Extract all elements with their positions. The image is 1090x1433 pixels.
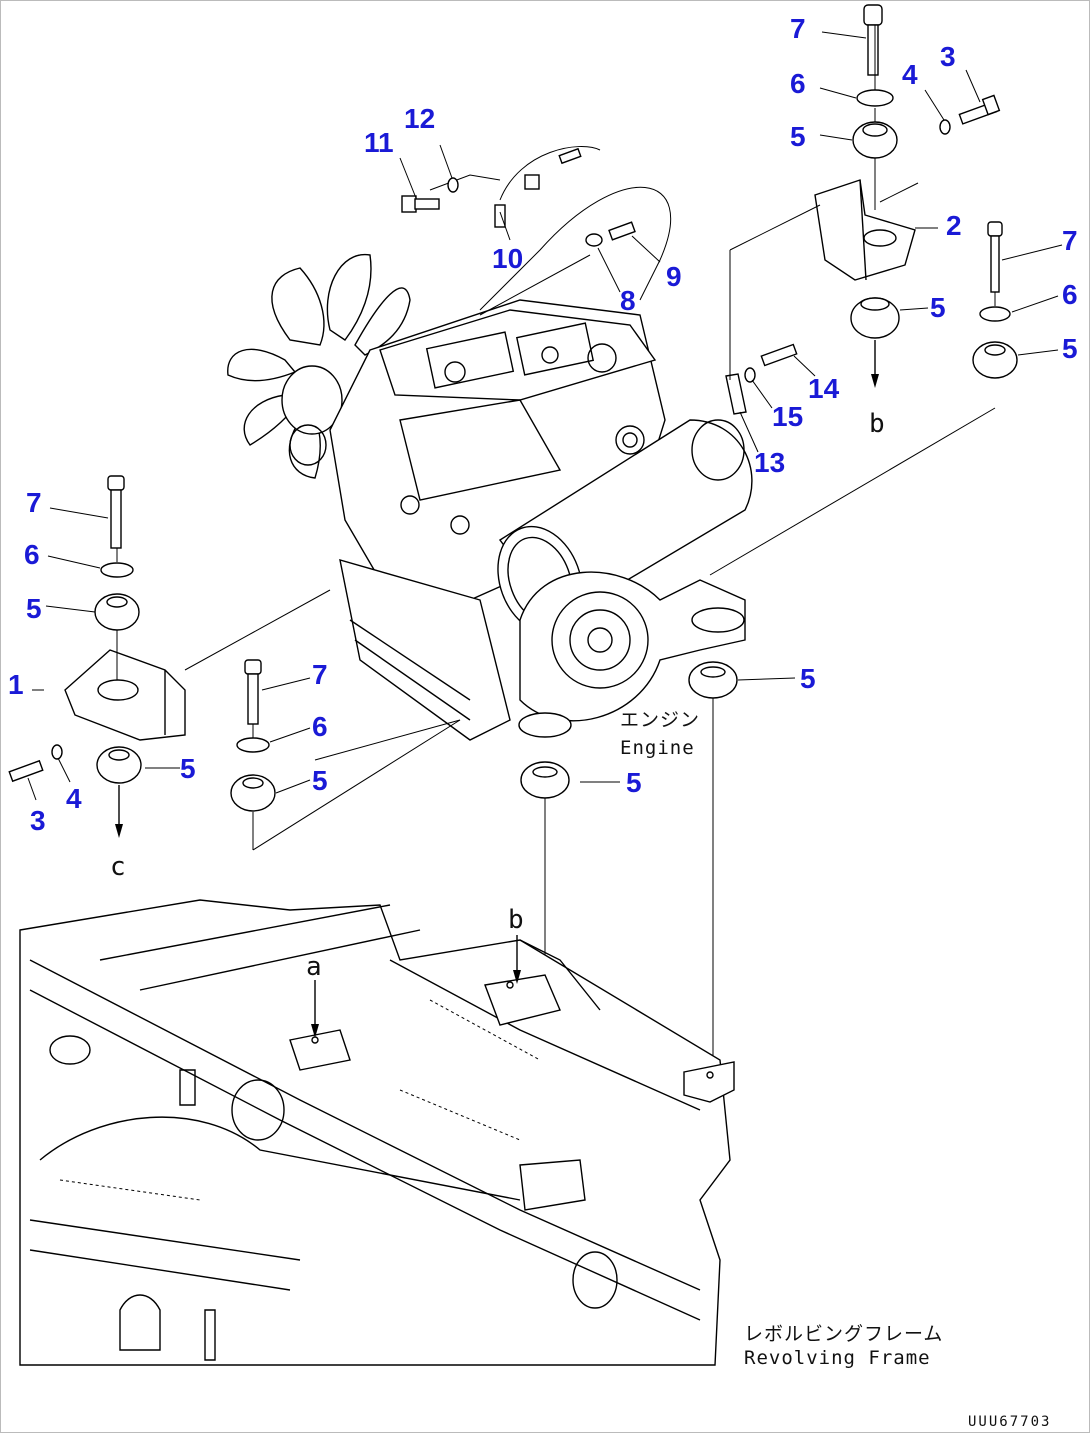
- bolt-7-mid: [244, 659, 262, 725]
- engine-assembly: [227, 146, 753, 741]
- washer-4-top: [939, 119, 951, 135]
- callout-2: 2: [946, 210, 962, 241]
- cushion-5-right-b: [972, 341, 1018, 379]
- bolt-7-top: [863, 4, 883, 76]
- callout-5-right-b: 5: [1062, 333, 1078, 364]
- leader-lines: [27, 31, 1063, 801]
- cushion-5-lower-right: [688, 661, 738, 699]
- flywheel-housing: [518, 571, 746, 738]
- harness-wire: [429, 146, 672, 311]
- callout-12: 12: [404, 103, 435, 134]
- callout-5-left-a: 5: [26, 593, 42, 624]
- callout-5-left-b: 5: [180, 753, 196, 784]
- cushion-5-right-a: [850, 297, 900, 339]
- callout-3-left: 3: [30, 805, 46, 836]
- callout-6-top: 6: [790, 68, 806, 99]
- callout-5-right-a: 5: [930, 292, 946, 323]
- callout-11: 11: [364, 127, 394, 158]
- frame-label-en: Revolving Frame: [744, 1347, 931, 1369]
- callout-7-left: 7: [26, 487, 42, 518]
- bolt-7-right: [987, 221, 1003, 293]
- bolt-11: [401, 195, 440, 213]
- bracket-13: [725, 373, 747, 415]
- callout-6-right: 6: [1062, 279, 1078, 310]
- washer-6-left: [100, 562, 134, 578]
- washer-4-left: [51, 744, 63, 760]
- bolt-3-top: [958, 94, 1001, 125]
- callout-5-top: 5: [790, 121, 806, 152]
- cushion-5-left-b: [96, 746, 142, 784]
- callout-6-left: 6: [24, 539, 40, 570]
- callout-5-mid: 5: [312, 765, 328, 796]
- cushion-5-lower-mid: [520, 761, 570, 799]
- washer-15: [744, 367, 756, 383]
- callout-7-mid: 7: [312, 659, 328, 690]
- mount-bracket-1: [64, 649, 186, 741]
- washer-6-mid: [236, 737, 270, 753]
- mount-bracket-2: [814, 179, 916, 281]
- callout-14: 14: [808, 373, 840, 404]
- ref-a-frame: a: [306, 952, 322, 982]
- ref-c: c: [110, 852, 126, 882]
- callout-3-top: 3: [940, 41, 956, 72]
- callout-7-top: 7: [790, 13, 806, 44]
- bolt-9: [608, 221, 636, 241]
- bolt-3-left: [8, 759, 44, 783]
- revolving-frame: [19, 899, 735, 1366]
- engine-label-en: Engine: [620, 737, 695, 759]
- washer-12: [447, 177, 459, 193]
- washer-6-right: [979, 306, 1011, 322]
- callout-4-top: 4: [902, 59, 918, 90]
- callout-13: 13: [754, 447, 785, 478]
- callout-8: 8: [620, 285, 636, 316]
- cushion-5-top: [852, 121, 898, 159]
- clamp-8: [585, 233, 603, 247]
- callout-5-lower-right: 5: [800, 663, 816, 694]
- callout-9: 9: [666, 261, 682, 292]
- callout-15: 15: [772, 401, 803, 432]
- callout-7-right: 7: [1062, 225, 1078, 256]
- engine-label-jp: エンジン: [620, 709, 700, 731]
- washer-6-top: [856, 89, 894, 107]
- cushion-5-left-a: [94, 593, 140, 631]
- drawing-code: UUU67703: [968, 1414, 1051, 1430]
- ref-b-frame: b: [508, 905, 524, 935]
- callout-6-mid: 6: [312, 711, 328, 742]
- cushion-5-mid: [230, 774, 276, 812]
- ref-b-top: b: [869, 409, 885, 439]
- callout-4-left: 4: [66, 783, 82, 814]
- cooling-fan: [227, 254, 411, 479]
- callout-5-lower-mid: 5: [626, 767, 642, 798]
- bolt-7-left: [107, 475, 125, 549]
- bolt-14: [760, 343, 798, 367]
- callout-1: 1: [8, 669, 24, 700]
- frame-label-jp: レボルビングフレーム: [744, 1323, 943, 1345]
- callout-10: 10: [492, 243, 523, 274]
